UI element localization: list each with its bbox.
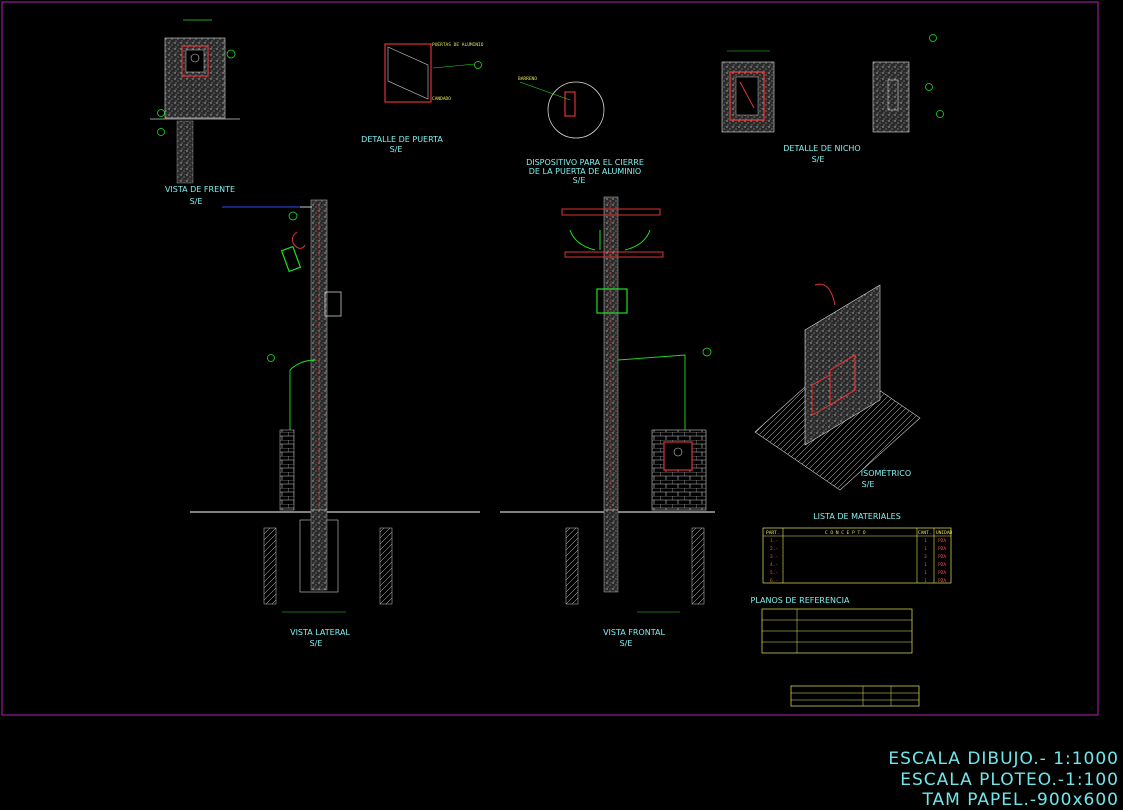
svg-text:CANDADO: CANDADO — [432, 96, 451, 102]
title-block — [790, 685, 920, 707]
vista-lateral-scale: S/E — [310, 639, 323, 648]
materiales-row-unidad: PZA — [938, 546, 946, 552]
detalle-puerta-scale: S/E — [390, 145, 403, 154]
detalle-puerta-title: DETALLE DE PUERTA — [361, 135, 443, 144]
materiales-header-cant: CANT. — [918, 530, 932, 536]
materiales-row-part: 1.- — [770, 538, 778, 544]
materiales-row-unidad: PZA — [938, 538, 946, 544]
materiales-title: LISTA DE MATERIALES — [813, 512, 901, 521]
vista-frente-scale: S/E — [190, 197, 203, 206]
vista-lateral-title: VISTA LATERAL — [290, 628, 350, 637]
escala-dibujo: ESCALA DIBUJO.- 1:1000 — [888, 749, 1119, 769]
materiales-rows: 1.- 1 PZA 2.- 1 PZA 3.- 3 PZA 4.- 1 PZA … — [770, 538, 946, 584]
materiales-header-unidad: UNIDAD — [936, 530, 953, 536]
materiales-row-unidad: PZA — [938, 554, 946, 560]
materiales-row-part: 2.- — [770, 546, 778, 552]
materiales-row-part: 3.- — [770, 554, 778, 560]
vista-de-frente: VISTA DE FRENTE S/E — [150, 19, 240, 206]
tam-papel: TAM PAPEL.-900x600 — [922, 790, 1119, 810]
escala-ploteo: ESCALA PLOTEO.-1:100 — [900, 770, 1119, 790]
vista-frente-title: VISTA DE FRENTE — [165, 185, 235, 194]
vista-frontal-scale: S/E — [620, 639, 633, 648]
materiales-row-cant: 1 — [924, 546, 927, 552]
vista-frontal-title: VISTA FRONTAL — [603, 628, 665, 637]
dispositivo-cierre: BARRENO DISPOSITIVO PARA EL CIERRE DE LA… — [518, 76, 644, 185]
referencia-title: PLANOS DE REFERENCIA — [751, 596, 850, 605]
materiales-row-unidad: PZA — [938, 562, 946, 568]
materiales-row-cant: 1 — [924, 578, 927, 584]
detalle-nicho-scale: S/E — [812, 155, 825, 164]
materiales-row-part: 5.- — [770, 570, 778, 576]
materiales-row-unidad: PZA — [938, 570, 946, 576]
materiales-row-cant: 1 — [924, 562, 927, 568]
drawing-frame — [1, 1, 1099, 716]
dispositivo-title-1: DISPOSITIVO PARA EL CIERRE — [526, 158, 644, 167]
vista-frontal: VISTA FRONTAL S/E — [500, 196, 715, 648]
detalle-de-nicho: DETALLE DE NICHO S/E — [721, 34, 944, 164]
vista-lateral: VISTA LATERAL S/E — [190, 199, 480, 648]
planos-de-referencia: PLANOS DE REFERENCIA — [751, 596, 913, 654]
isometrico-title: ISOMÉTRICO — [861, 467, 911, 478]
isometrico-scale: S/E — [862, 480, 875, 489]
materiales-row-part: 4.- — [770, 562, 778, 568]
materiales-row-cant: 1 — [924, 538, 927, 544]
svg-text:PUERTAS DE ALUMINIO: PUERTAS DE ALUMINIO — [432, 42, 484, 48]
dispositivo-scale: S/E — [573, 176, 586, 185]
dispositivo-title-2: DE LA PUERTA DE ALUMINIO — [529, 167, 641, 176]
materiales-header-concepto: C O N C E P T O — [825, 530, 866, 536]
materiales-header-part: PART. — [766, 530, 780, 536]
materiales-row-part: 6.- — [770, 578, 778, 584]
materiales-row-cant: 1 — [924, 570, 927, 576]
materiales-row-unidad: PZA — [938, 578, 946, 584]
svg-text:BARRENO: BARRENO — [518, 76, 537, 82]
detalle-nicho-title: DETALLE DE NICHO — [783, 144, 860, 153]
isometrico: ISOMÉTRICO S/E — [754, 283, 921, 491]
materiales-row-cant: 3 — [924, 554, 927, 560]
detalle-de-puerta: PUERTAS DE ALUMINIO CANDADO DETALLE DE P… — [361, 42, 484, 154]
lista-de-materiales: LISTA DE MATERIALES PART. C O N C E P T … — [762, 512, 953, 584]
